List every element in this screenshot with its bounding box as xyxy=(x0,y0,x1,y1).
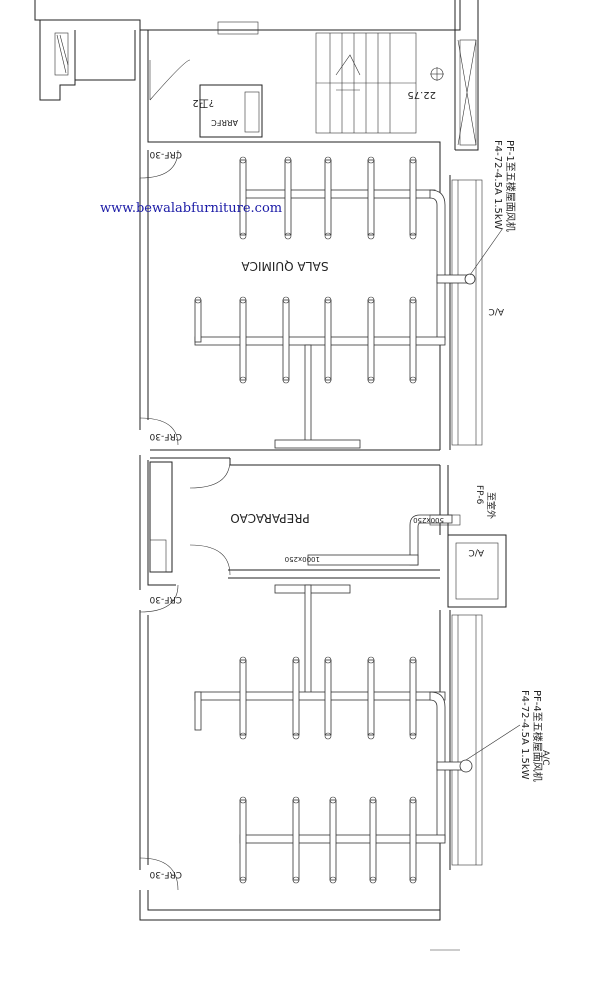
bench-label: 1000x250 xyxy=(285,555,320,563)
pf1-label-line1: PF-1至五楼屋面风机 xyxy=(504,140,517,232)
fp6-label-line1: 至室外 xyxy=(485,492,497,519)
upper-lab-ductwork xyxy=(194,156,504,449)
watermark-url: www.bewalabfurniture.com xyxy=(100,201,282,216)
plan-labels: SALA QUIMICA PREPARACAO CRF-30 CRF-30 CR… xyxy=(149,140,550,879)
ac-label-mid: A/C xyxy=(469,547,484,557)
stairs xyxy=(315,32,417,134)
fp-box-label: 500x250 xyxy=(413,516,444,524)
fp6-label-line2: FP-6 xyxy=(474,485,484,505)
elevation-label: 22.75 xyxy=(407,89,436,100)
pf1-label-line2: F4-72-4.5A 1.5kW xyxy=(492,140,503,230)
toilet-mark: ?卫2 xyxy=(192,97,214,108)
room-label-preparacao: PREPARACAO xyxy=(230,511,310,525)
building-walls xyxy=(139,30,507,951)
room-label-sala-quimica: SALA QUIMICA xyxy=(241,259,329,273)
top-service-area: 22.75 ?卫2 ARRFC xyxy=(34,0,479,151)
pf4-label-line1: PF-4至五楼屋面风机 xyxy=(531,690,544,782)
ac-label-upper: A/C xyxy=(489,306,504,316)
prep-ductwork: 500x250 1000x250 xyxy=(285,514,461,566)
lower-lab-ductwork xyxy=(194,584,521,884)
ac-label-lower: A/C xyxy=(540,750,550,765)
door-tag-upper-1: CRF-30 xyxy=(149,149,182,159)
door-tag-upper-2: CRF-30 xyxy=(149,431,182,441)
door-tag-lower-1: CRF-30 xyxy=(149,594,182,604)
arrfc-label: ARRFC xyxy=(211,118,238,127)
door-tag-lower-2: CRF-30 xyxy=(149,869,182,879)
pf4-label-line2: F4-72-4.5A 1.5kW xyxy=(519,690,530,780)
